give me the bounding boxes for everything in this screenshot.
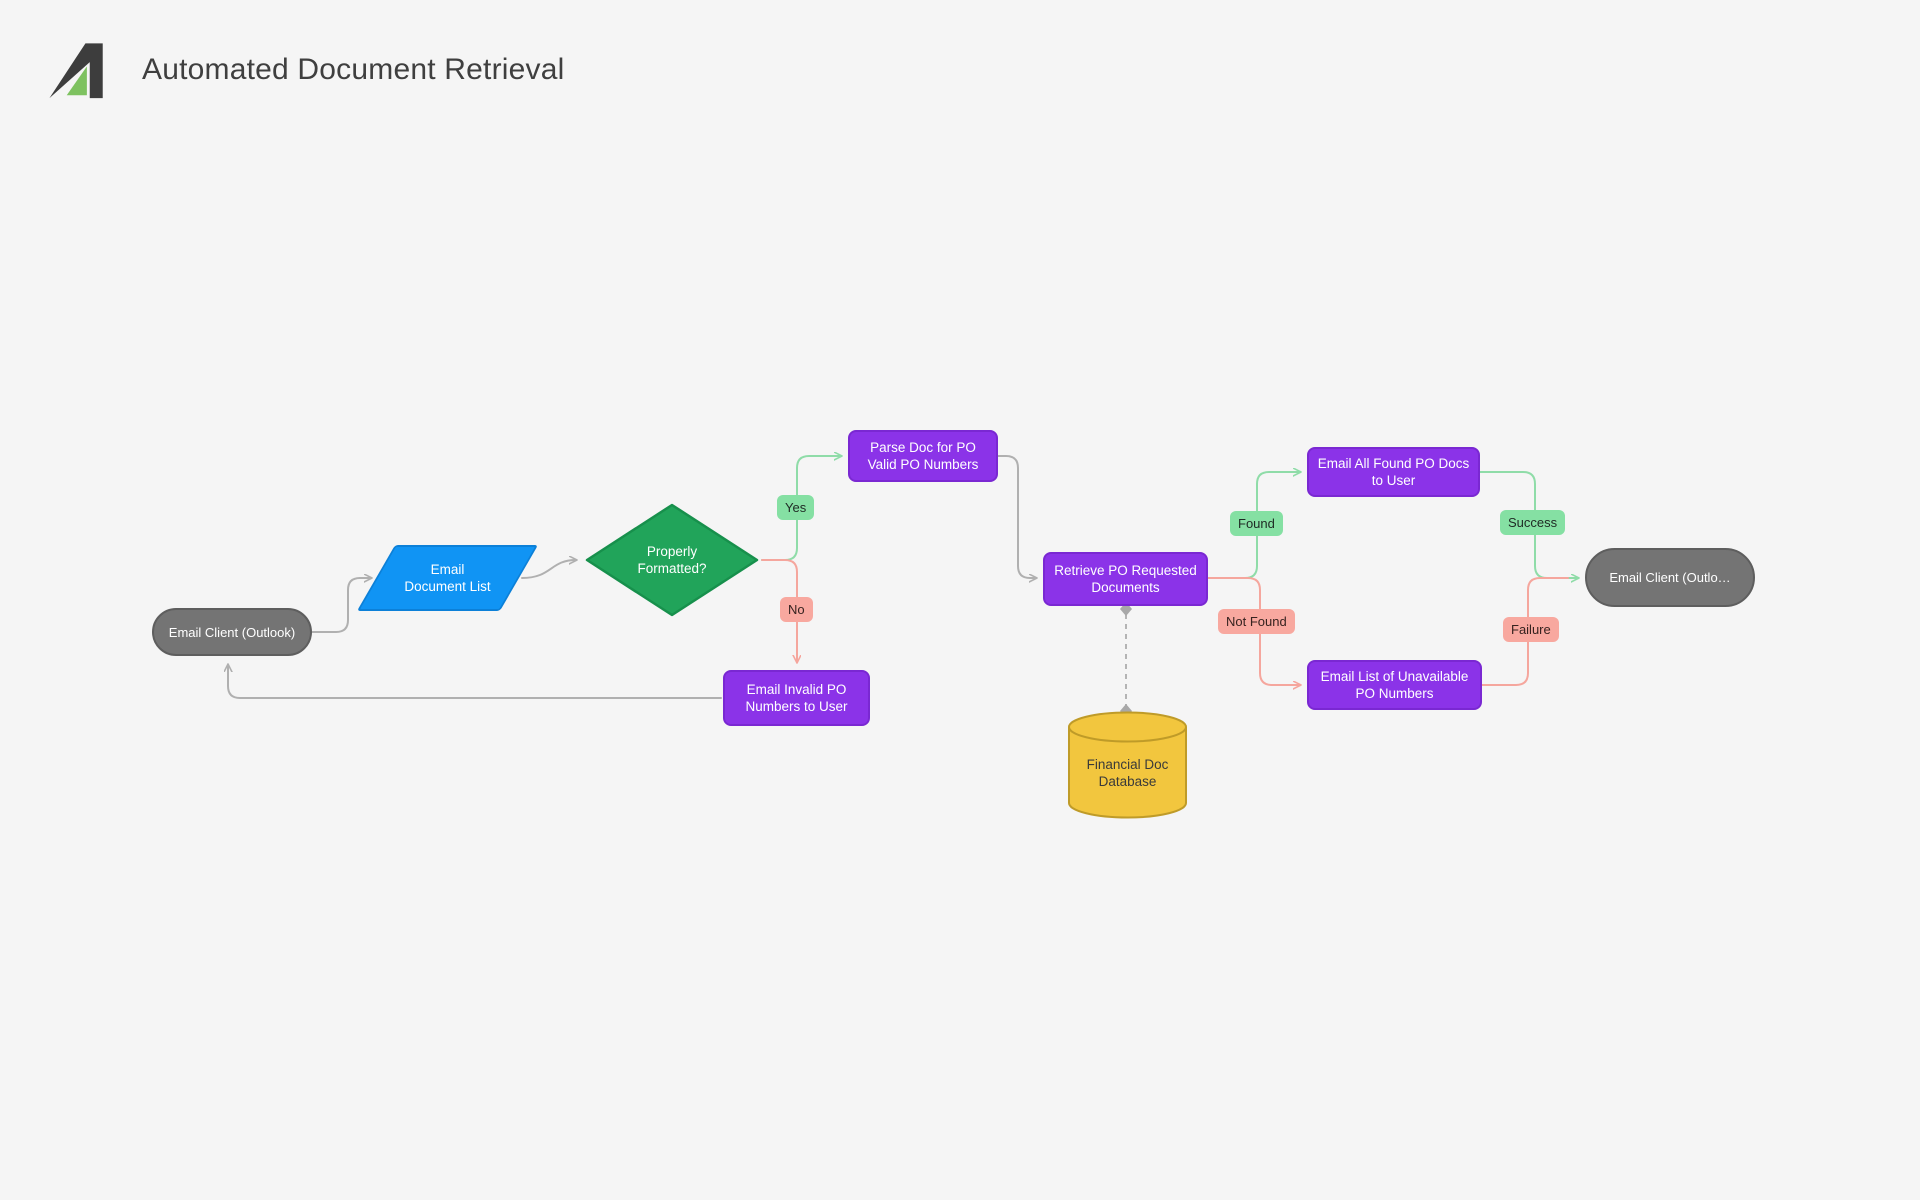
edge-invalid-loopback: [228, 665, 722, 699]
header: Automated Document Retrieval: [48, 40, 564, 100]
node-properly-formatted: Properly Formatted?: [584, 502, 760, 618]
node-financial-doc-database: Financial Doc Database: [1067, 710, 1188, 820]
edge-label-failure: Failure: [1503, 617, 1559, 642]
edge-label-no: No: [780, 597, 813, 622]
diamond-shape: [585, 503, 759, 617]
node-label: Retrieve PO Requested Documents: [1054, 563, 1197, 595]
app-logo-icon: [49, 43, 103, 99]
node-email-client-outlook-end: Email Client (Outlo…: [1585, 548, 1755, 607]
node-label: Parse Doc for PO Valid PO Numbers: [867, 440, 979, 472]
edge-no: [761, 559, 797, 662]
edge-label-found: Found: [1230, 511, 1283, 536]
edge-client-to-doclist: [311, 578, 371, 633]
cylinder-shape: [1068, 711, 1187, 819]
node-label: Email Invalid PO Numbers to User: [745, 682, 848, 714]
node-label: Email All Found PO Docs to User: [1317, 456, 1470, 488]
node-label: Email Client (Outlook): [168, 624, 296, 640]
edge-label-success: Success: [1500, 510, 1566, 535]
page-title: Automated Document Retrieval: [142, 53, 565, 86]
edge-label-yes: Yes: [777, 495, 815, 520]
node-label: Properly Formatted?: [637, 544, 707, 576]
node-email-client-outlook: Email Client (Outlook): [152, 608, 312, 656]
node-email-all-found-docs: Email All Found PO Docs to User: [1307, 447, 1480, 497]
node-label: Financial Doc Database: [1086, 757, 1169, 789]
node-email-document-list: Email Document List: [356, 545, 539, 611]
node-label: Email Client (Outlo…: [1609, 570, 1731, 585]
node-email-unavailable-list: Email List of Unavailable PO Numbers: [1307, 660, 1482, 710]
node-label: Email Document List: [404, 562, 491, 594]
edge-parse-to-retrieve: [997, 455, 1036, 578]
node-email-invalid-po: Email Invalid PO Numbers to User: [723, 670, 870, 726]
edge-label-not-found: Not Found: [1218, 609, 1295, 634]
node-retrieve-po-docs: Retrieve PO Requested Documents: [1043, 552, 1208, 606]
node-label: Email List of Unavailable PO Numbers: [1320, 669, 1469, 701]
edge-doclist-to-decision: [521, 560, 576, 579]
node-parse-doc-for-po: Parse Doc for PO Valid PO Numbers: [848, 430, 998, 482]
